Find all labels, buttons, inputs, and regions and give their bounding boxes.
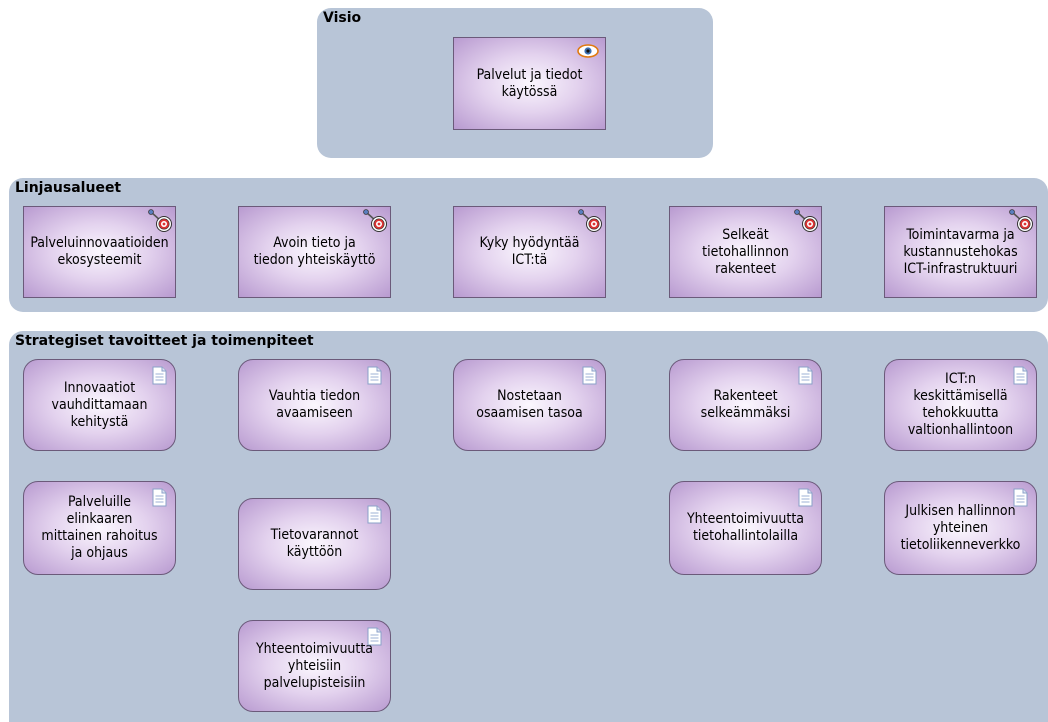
node-label: Rakenteet selkeämmäksi — [700, 388, 791, 421]
document-icon — [152, 366, 167, 385]
node-label: Yhteentoimivuutta tietohallintolailla — [686, 511, 805, 544]
document-icon — [367, 366, 382, 385]
node-yhteentoimivuutta-palvelupisteisiin[interactable]: Yhteentoimivuutta yhteisiin palvelupiste… — [238, 620, 391, 712]
document-icon — [152, 488, 167, 507]
node-label: Palvelut ja tiedot käytössä — [476, 66, 583, 100]
node-tietovarannot[interactable]: Tietovarannot käyttöön — [238, 498, 391, 590]
node-julkisen-hallinnon[interactable]: Julkisen hallinnon yhteinen tietoliikenn… — [884, 481, 1037, 575]
node-label: Nostetaan osaamisen tasoa — [476, 388, 583, 421]
group-title-visio: Visio — [323, 10, 362, 26]
node-label: ICT:n keskittämisellä tehokkuutta valtio… — [907, 371, 1014, 438]
node-palvelut-ja-tiedot[interactable]: Palvelut ja tiedot käytössä — [453, 37, 606, 130]
node-label: Palveluille elinkaaren mittainen rahoitu… — [41, 494, 158, 561]
document-icon — [367, 505, 382, 524]
document-icon — [1013, 488, 1028, 507]
node-label: Vauhtia tiedon avaamiseen — [268, 388, 361, 421]
node-rakenteet-selkeammaksi[interactable]: Rakenteet selkeämmäksi — [669, 359, 822, 451]
node-label: Julkisen hallinnon yhteinen tietoliikenn… — [900, 502, 1021, 553]
target-icon — [578, 209, 602, 232]
node-kyky-hyodyntaa[interactable]: Kyky hyödyntää ICT:tä — [453, 206, 606, 298]
target-icon — [363, 209, 387, 232]
node-label: Avoin tieto ja tiedon yhteiskäyttö — [253, 235, 376, 268]
node-label: Toimintavarma ja kustannustehokas ICT-in… — [903, 226, 1018, 277]
node-nostetaan-osaamisen[interactable]: Nostetaan osaamisen tasoa — [453, 359, 606, 451]
node-palveluinnovaatioiden[interactable]: Palveluinnovaatioiden ekosysteemit — [23, 206, 176, 298]
node-selkeat-rakenteet[interactable]: Selkeät tietohallinnon rakenteet — [669, 206, 822, 298]
target-icon — [148, 209, 172, 232]
document-icon — [582, 366, 597, 385]
node-toimintavarma[interactable]: Toimintavarma ja kustannustehokas ICT-in… — [884, 206, 1037, 298]
node-label: Tietovarannot käyttöön — [270, 527, 359, 560]
target-icon — [1009, 209, 1033, 232]
document-icon — [798, 488, 813, 507]
node-ict-keskittamisella[interactable]: ICT:n keskittämisellä tehokkuutta valtio… — [884, 359, 1037, 451]
group-title-linjausalueet: Linjausalueet — [15, 180, 122, 196]
node-palveluille-elinkaaren[interactable]: Palveluille elinkaaren mittainen rahoitu… — [23, 481, 176, 575]
document-icon — [1013, 366, 1028, 385]
eye-icon — [577, 44, 599, 58]
target-icon — [794, 209, 818, 232]
node-label: Selkeät tietohallinnon rakenteet — [702, 226, 789, 277]
node-innovaatiot[interactable]: Innovaatiot vauhdittamaan kehitystä — [23, 359, 176, 451]
node-avoin-tieto[interactable]: Avoin tieto ja tiedon yhteiskäyttö — [238, 206, 391, 298]
node-label: Kyky hyödyntää ICT:tä — [479, 235, 580, 268]
group-title-strategiset: Strategiset tavoitteet ja toimenpiteet — [15, 333, 314, 349]
document-icon — [367, 627, 382, 646]
node-vauhtia-tiedon[interactable]: Vauhtia tiedon avaamiseen — [238, 359, 391, 451]
node-label: Innovaatiot vauhdittamaan kehitystä — [51, 379, 148, 430]
document-icon — [798, 366, 813, 385]
node-label: Yhteentoimivuutta yhteisiin palvelupiste… — [255, 640, 374, 691]
node-yhteentoimivuutta-tietohallintolailla[interactable]: Yhteentoimivuutta tietohallintolailla — [669, 481, 822, 575]
node-label: Palveluinnovaatioiden ekosysteemit — [30, 235, 169, 268]
